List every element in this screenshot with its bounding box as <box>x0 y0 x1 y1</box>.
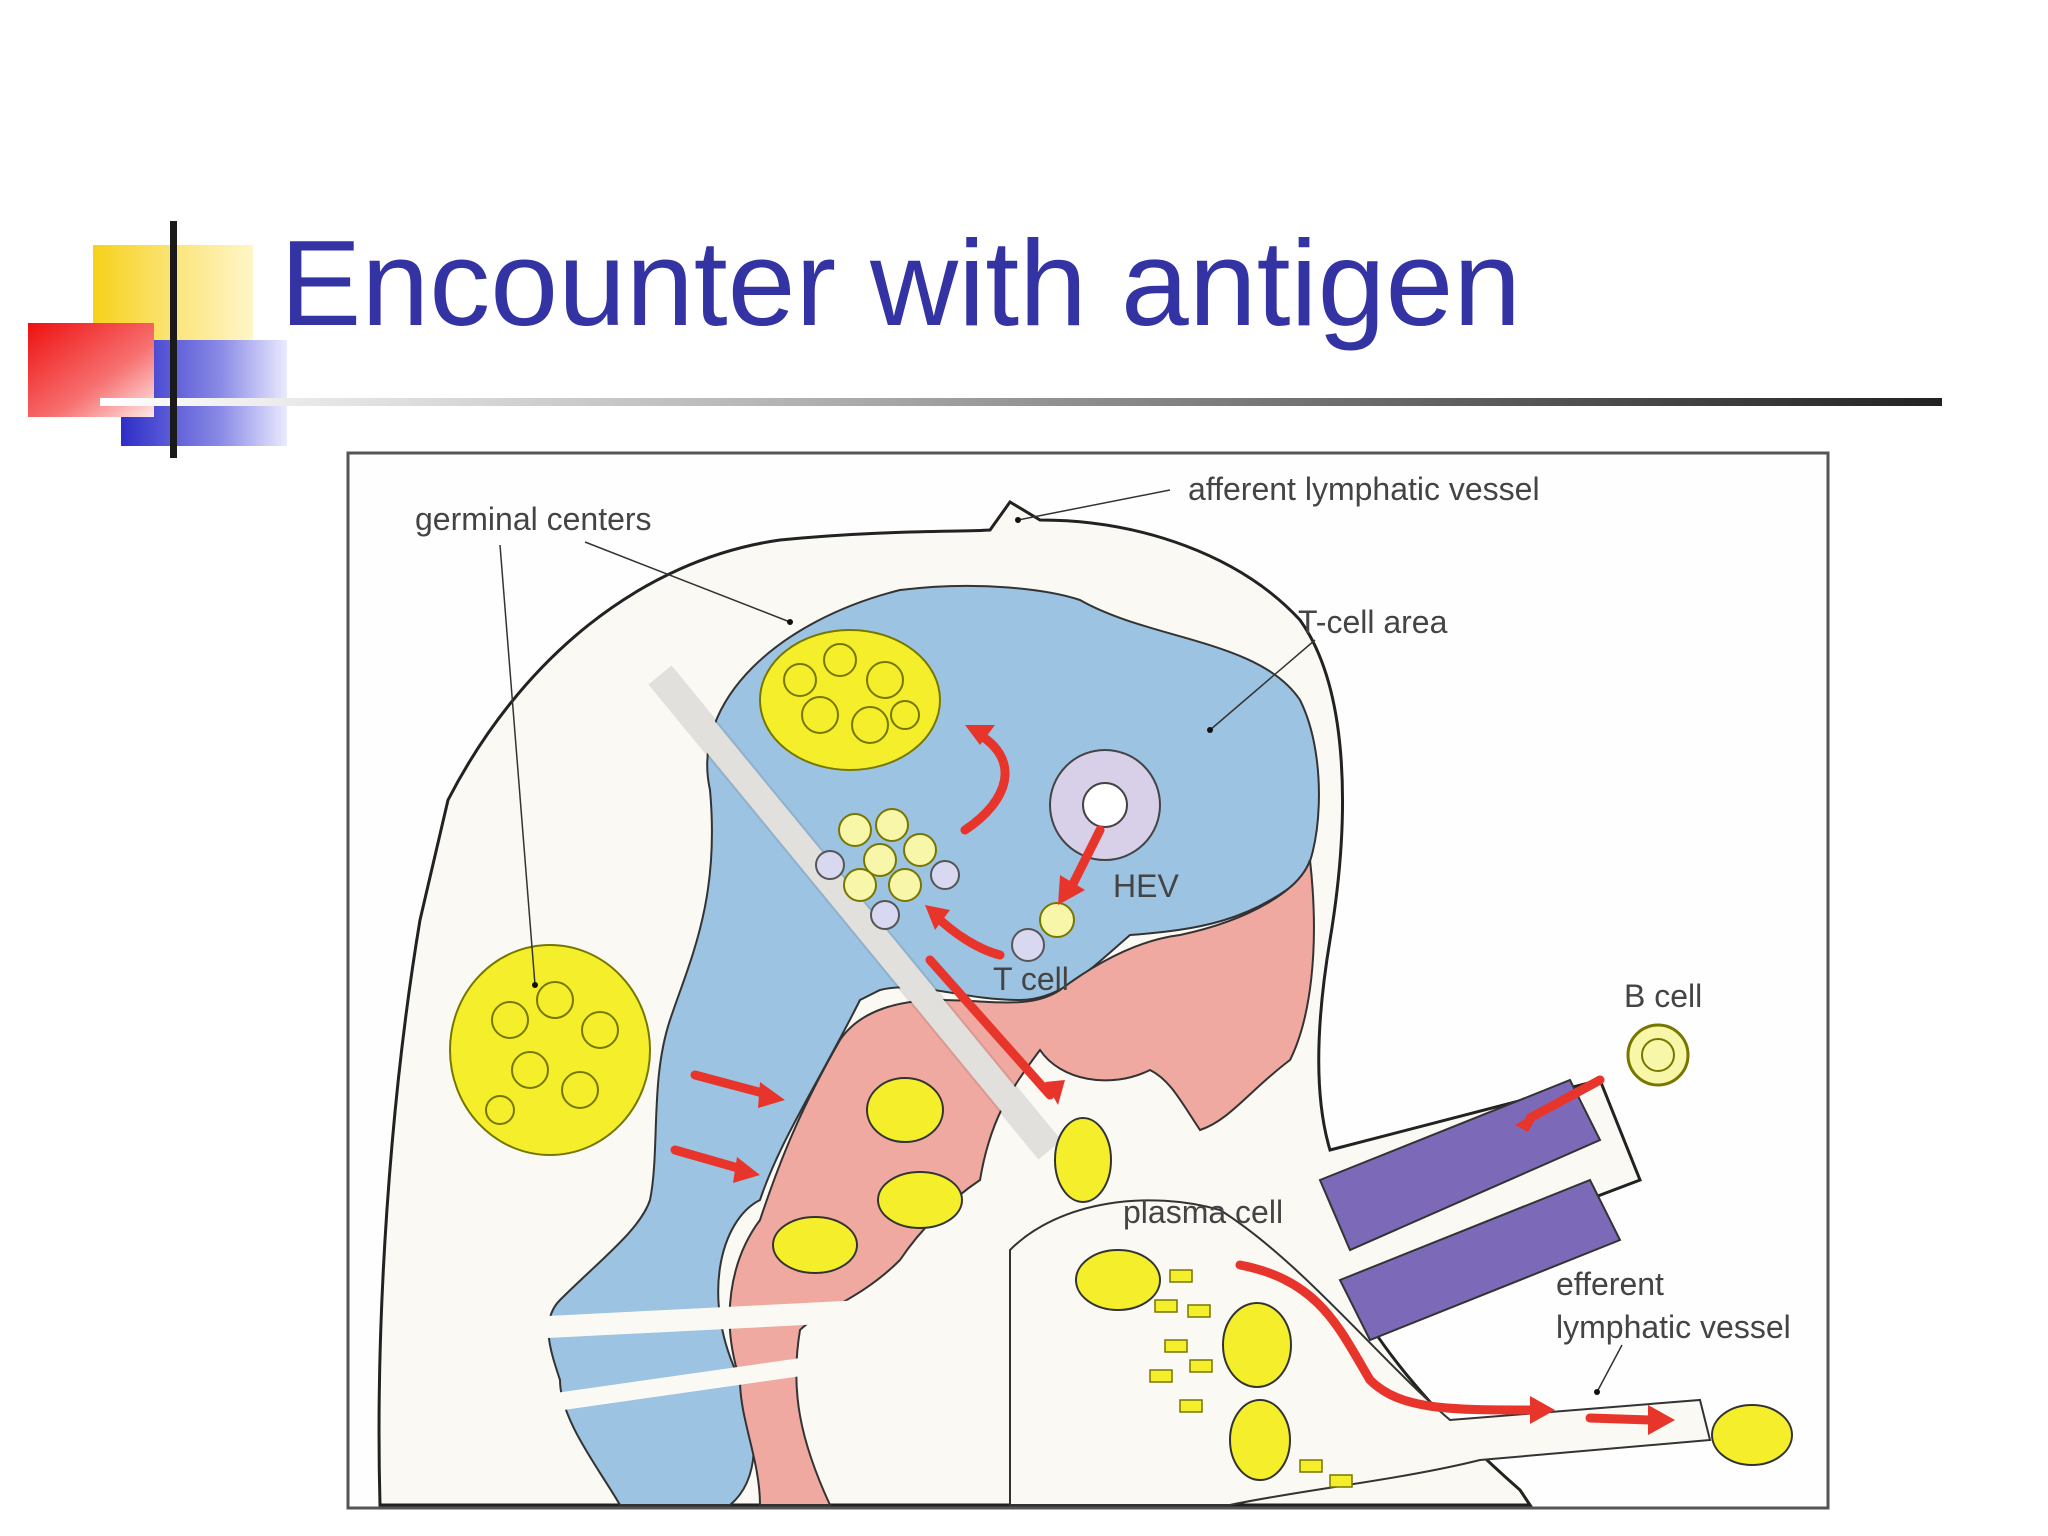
arrow-left-1 <box>690 1070 775 1100</box>
deco-rule <box>100 398 1942 406</box>
blood-vessel-2 <box>1338 1178 1622 1342</box>
arrow-bcell-in <box>1525 1075 1605 1123</box>
sinus-trabecula-1 <box>649 666 1061 1159</box>
hev-vessel <box>1049 749 1161 861</box>
arrow-to-efferent <box>1235 1260 1535 1415</box>
sinus-trabecula-1-edge <box>648 665 1062 1160</box>
label-plasma-cell: plasma cell <box>1123 1194 1283 1230</box>
flow-arrows <box>670 730 1655 1425</box>
slide-title: Encounter with antigen <box>280 215 1522 351</box>
antibody-particles <box>1149 1269 1353 1488</box>
b-cell-nucleus <box>1641 1038 1675 1072</box>
t-cell-yellow <box>1039 902 1075 938</box>
plasma-cells <box>772 1077 1793 1481</box>
label-efferent-lymphatic-vessel: lymphatic vessel <box>1556 1309 1791 1345</box>
label-b-cell: B cell <box>1624 978 1702 1014</box>
t-cell-cluster <box>815 808 960 930</box>
label-t-cell-area: T-cell area <box>1298 604 1448 640</box>
arrow-cluster-to-germinal <box>960 730 1010 835</box>
label-hev: HEV <box>1113 868 1179 904</box>
deco-vertical-bar <box>170 221 177 458</box>
t-cell-lilac <box>1011 928 1045 962</box>
title-decoration <box>28 221 1942 458</box>
arrow-cluster-to-plasma <box>925 955 1055 1100</box>
arrow-left-2 <box>670 1145 750 1175</box>
label-t-cell: T cell <box>993 961 1069 997</box>
label-germinal-centers: germinal centers <box>415 501 652 537</box>
arrow-heads <box>733 725 1675 1435</box>
b-cell <box>1626 1023 1690 1087</box>
arrow-efferent-out <box>1585 1413 1655 1425</box>
germinal-center-top <box>759 629 941 771</box>
leader-lines <box>499 489 1623 1393</box>
label-afferent-lymphatic-vessel: afferent lymphatic vessel <box>1188 471 1540 507</box>
sinus-trabecula-2 <box>389 1289 1081 1346</box>
label-efferent: efferent <box>1556 1266 1664 1302</box>
arrow-hev-to-tcell <box>1065 825 1105 895</box>
sinus-trabecula-3 <box>428 1321 1062 1429</box>
leader-dots <box>532 517 1600 1395</box>
germinal-center-left <box>449 944 651 1156</box>
